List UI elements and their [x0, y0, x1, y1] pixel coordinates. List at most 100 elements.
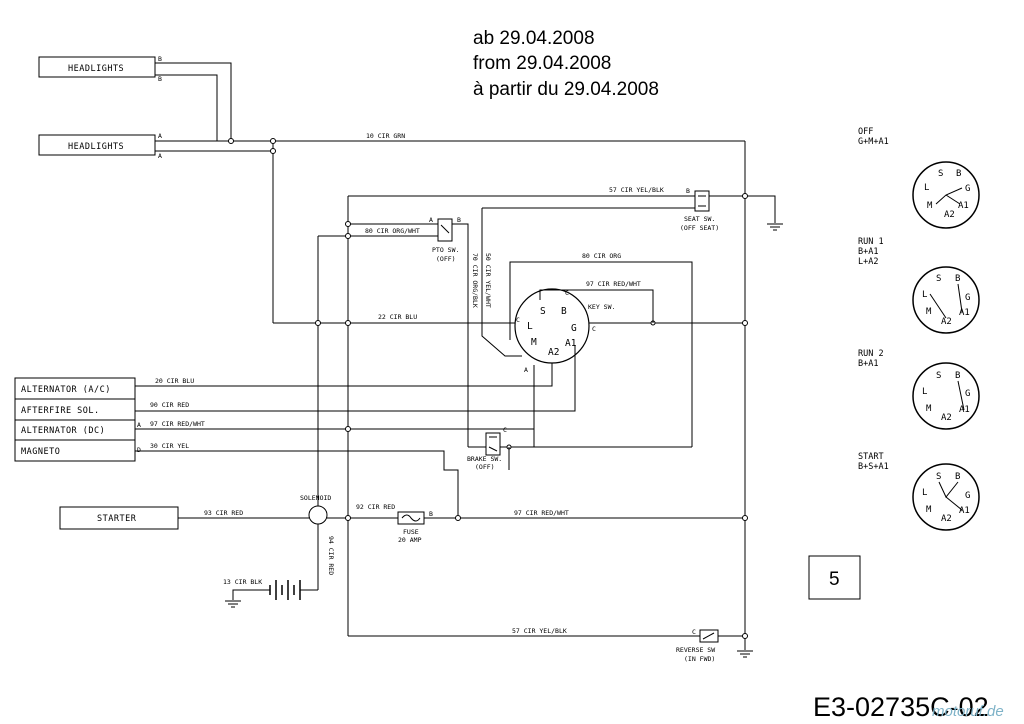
wire-30-yel — [135, 450, 459, 515]
position-detail-off: G+M+A1 — [858, 137, 889, 147]
dial-terminal-a1: A1 — [959, 506, 970, 516]
dial-terminal-a2: A2 — [944, 210, 955, 220]
headlights-bottom-box — [38, 134, 156, 156]
wire — [155, 74, 218, 141]
key-switch: S B L G M A1 A2 KEY SW. C C C A — [514, 288, 615, 374]
terminal-b: B — [158, 75, 162, 83]
headlights-top-box — [38, 56, 156, 78]
junction-dot — [315, 320, 321, 326]
wire — [155, 62, 232, 141]
junction-dot — [742, 320, 748, 326]
key-terminal-g: G — [571, 323, 577, 334]
position-detail-run1: B+A1 — [858, 247, 878, 257]
headlight-wiring: 10 CIR GRN — [155, 62, 746, 650]
dial-terminal-a2: A2 — [941, 317, 952, 327]
seat-switch-state: (OFF SEAT) — [680, 224, 719, 232]
dial-ring — [912, 362, 980, 430]
dial-ring — [912, 266, 980, 334]
position-detail-run2: B+A1 — [858, 359, 878, 369]
terminal-a: A — [524, 366, 528, 374]
dial-terminal-s: S — [936, 274, 941, 284]
dial-bridge — [945, 194, 961, 205]
terminal-b: B — [686, 187, 690, 195]
watermark: motoruf.de — [932, 703, 1004, 720]
terminal-d: D — [137, 446, 141, 454]
wire-50 — [481, 310, 522, 357]
alternator-dc-label: ALTERNATOR (DC) — [21, 426, 105, 436]
terminal-c: C — [565, 289, 569, 297]
wire-label-20: 20 CIR BLU — [155, 377, 194, 385]
junction-dot — [270, 148, 276, 154]
wire-90-red — [155, 345, 576, 412]
switch-contact — [488, 446, 498, 452]
terminal-c: C — [503, 426, 507, 434]
date-german: ab 29.04.2008 — [473, 28, 595, 49]
dial-terminal-b: B — [955, 274, 960, 284]
dial-terminal-m: M — [926, 505, 932, 515]
key-dial-run2: S B L G M A1 A2 — [912, 362, 980, 430]
drawing-code: E3-02735C-02 — [813, 692, 989, 722]
wire-20-blu — [155, 363, 553, 387]
wire-label-90: 90 CIR RED — [150, 401, 189, 409]
junction-dot — [345, 515, 351, 521]
solenoid-symbol — [308, 505, 328, 525]
terminal-a: A — [429, 216, 433, 224]
page-number: 5 — [829, 569, 840, 590]
terminal-c: C — [592, 325, 596, 333]
brake-switch-symbol — [485, 432, 501, 456]
wire-label-22: 22 CIR BLU — [378, 313, 417, 321]
wire-label-30: 30 CIR YEL — [150, 442, 189, 450]
wire-97-key — [539, 289, 654, 323]
seat-switch-symbol — [694, 190, 710, 212]
headlights-top-label: HEADLIGHTS — [68, 64, 124, 74]
terminal-a: A — [137, 421, 141, 429]
reverse-switch-state: (IN FWD) — [684, 655, 715, 663]
position-name-off: OFF — [858, 127, 873, 137]
dial-terminal-m: M — [926, 404, 932, 414]
dial-terminal-b: B — [956, 169, 961, 179]
dial-bridge — [929, 293, 947, 319]
wire-label-80-org-wht: 80 CIR ORG/WHT — [365, 227, 420, 235]
dial-terminal-a1: A1 — [958, 201, 969, 211]
dial-terminal-l: L — [922, 387, 927, 397]
dial-terminal-a1: A1 — [959, 308, 970, 318]
solenoid-label: SOLENOID — [300, 494, 331, 502]
battery: 13 CIR BLK — [223, 578, 318, 608]
wire-label-57-bottom: 57 CIR YEL/BLK — [512, 627, 567, 635]
date-header: ab 29.04.2008 from 29.04.2008 à partir d… — [473, 28, 659, 100]
wire-label-10: 10 CIR GRN — [366, 132, 405, 140]
position-detail2-run1: L+A2 — [858, 257, 878, 267]
wire-label-92: 92 CIR RED — [356, 503, 395, 511]
key-terminal-m: M — [531, 337, 537, 348]
date-english: from 29.04.2008 — [473, 53, 611, 74]
dial-terminal-m: M — [927, 201, 933, 211]
reverse-switch: 57 CIR YEL/BLK C REVERSE SW (IN FWD) — [348, 627, 753, 663]
dial-bridge — [957, 283, 963, 313]
dial-terminal-b: B — [955, 472, 960, 482]
pto-switch-label: PTO SW. — [432, 246, 459, 254]
wire-80-org — [509, 261, 693, 447]
dial-terminal-l: L — [924, 183, 929, 193]
alternator-ac-label: ALTERNATOR (A/C) — [21, 385, 111, 395]
dial-terminal-g: G — [965, 184, 970, 194]
junction-dot — [270, 138, 276, 144]
key-dial-run1: S B L G M A1 A2 — [912, 266, 980, 334]
reverse-switch-label: REVERSE SW — [676, 646, 715, 654]
brake-switch-state: (OFF) — [475, 463, 495, 471]
fuse-rating: 20 AMP — [398, 536, 422, 544]
terminal-b: B — [457, 216, 461, 224]
dial-terminal-g: G — [965, 389, 970, 399]
page-number-box: 5 — [808, 555, 861, 600]
key-terminal-a2: A2 — [548, 347, 559, 358]
wire-label-97-fuse: 97 CIR RED/WHT — [514, 509, 569, 517]
wire-to-ground — [709, 195, 776, 223]
wire-13-blk — [232, 589, 270, 600]
afterfire-label: AFTERFIRE SOL. — [21, 406, 100, 416]
junction-dot — [345, 233, 351, 239]
pto-switch: A B 80 CIR ORG/WHT PTO SW. (OFF) — [317, 196, 483, 636]
junction-dot — [345, 426, 351, 432]
date-french: à partir du 29.04.2008 — [473, 79, 659, 100]
wire-label-80-org: 80 CIR ORG — [582, 252, 621, 260]
dial-terminal-g: G — [965, 491, 970, 501]
